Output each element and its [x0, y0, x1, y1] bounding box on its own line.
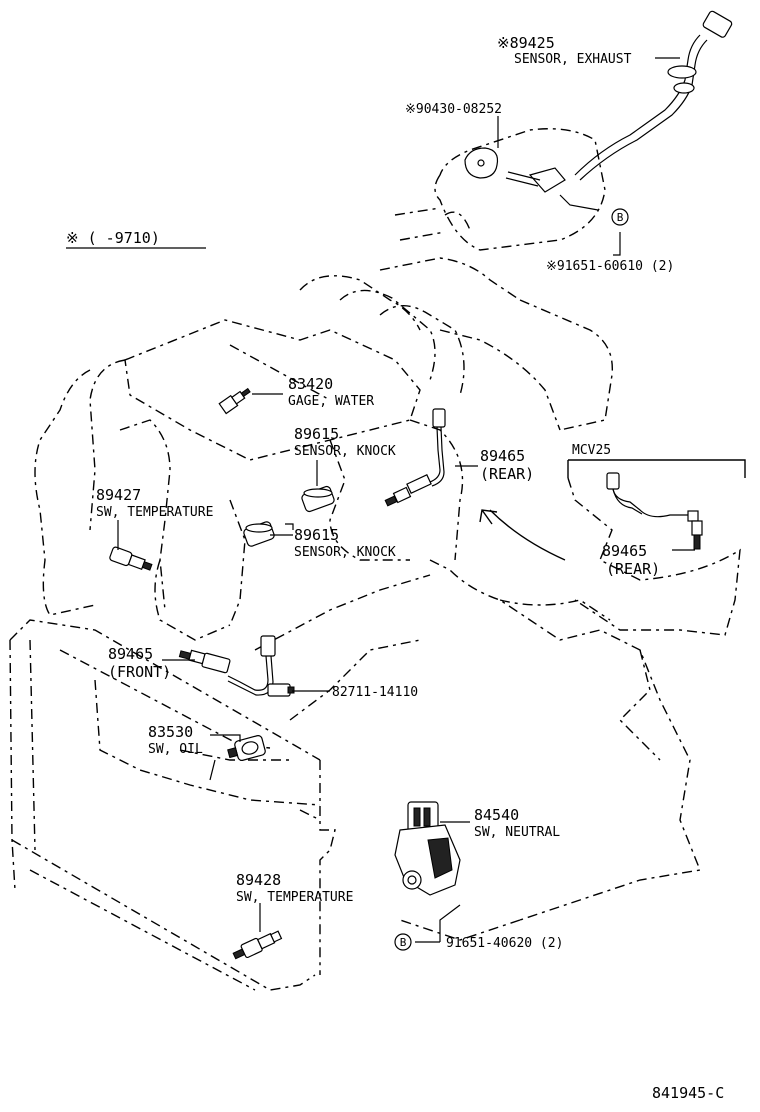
knock-sensor-lower-drawing — [243, 521, 275, 547]
part-number-90430: ※90430-08252 — [405, 102, 502, 117]
part-desc-89465-front: (FRONT) — [108, 663, 171, 681]
mcv25-inset — [567, 459, 746, 636]
exhaust-sensor-drawing — [505, 10, 733, 193]
rear-oxygen-sensor-drawing — [384, 408, 446, 507]
gasket-hole-icon — [477, 159, 485, 167]
radiator-outline — [9, 619, 336, 991]
part-desc-89465-rear: (REAR) — [480, 465, 534, 483]
part-desc-89615-lower: SENSOR, KNOCK — [294, 545, 396, 560]
neutral-switch-drawing — [394, 801, 461, 896]
part-number-91651-60610: ※91651-60610 (2) — [546, 259, 674, 274]
connector-icon — [606, 472, 620, 490]
part-number-89465-front: 89465 — [108, 645, 153, 663]
part-number-83420: 83420 — [288, 375, 333, 393]
mcv25-part-desc: (REAR) — [606, 560, 660, 578]
temp-switch-lower-drawing — [232, 930, 283, 960]
sensor-body-icon — [687, 510, 699, 522]
part-number-91651-40620: 91651-40620 (2) — [446, 936, 563, 951]
mcv25-title: MCV25 — [572, 443, 611, 458]
part-desc-84540: SW, NEUTRAL — [474, 825, 560, 840]
part-desc-89427: SW, TEMPERATURE — [96, 505, 213, 520]
knock-sensor-upper-drawing — [301, 485, 335, 513]
diagram-id: 841945-C — [652, 1084, 724, 1102]
part-desc-83420: GAGE, WATER — [288, 394, 374, 409]
part-desc-89428: SW, TEMPERATURE — [236, 890, 353, 905]
remark-text: ※ ( -9710) — [66, 229, 160, 247]
engine-outline — [34, 128, 701, 941]
svg-text:B: B — [617, 211, 624, 224]
front-oxygen-sensor-drawing — [178, 635, 276, 696]
part-desc-89425: SENSOR, EXHAUST — [514, 52, 632, 67]
part-number-89427: 89427 — [96, 486, 141, 504]
part-desc-83530: SW, OIL — [148, 742, 203, 757]
sensor-hex-icon — [691, 520, 703, 536]
part-number-89615-upper: 89615 — [294, 425, 339, 443]
leader-lines — [117, 57, 680, 943]
water-gage-drawing — [218, 387, 251, 415]
mcv25-part-number: 89465 — [602, 542, 647, 560]
bolt-marker-b-upper: B — [611, 208, 629, 226]
svg-text:B: B — [400, 936, 407, 949]
oil-switch-drawing — [227, 735, 266, 761]
part-number-82711: 82711-14110 — [332, 685, 418, 700]
connector-clip-drawing — [267, 683, 295, 697]
bolt-marker-b-lower: B — [394, 933, 412, 951]
temp-switch-upper-drawing — [109, 546, 153, 571]
part-desc-89615-upper: SENSOR, KNOCK — [294, 444, 396, 459]
part-number-89615-lower: 89615 — [294, 526, 339, 544]
sensor-tip-icon — [693, 534, 701, 550]
part-number-89428: 89428 — [236, 871, 281, 889]
part-number-84540: 84540 — [474, 806, 519, 824]
part-number-89425: ※89425 — [497, 34, 555, 52]
part-number-83530: 83530 — [148, 723, 193, 741]
part-number-89465-rear: 89465 — [480, 447, 525, 465]
